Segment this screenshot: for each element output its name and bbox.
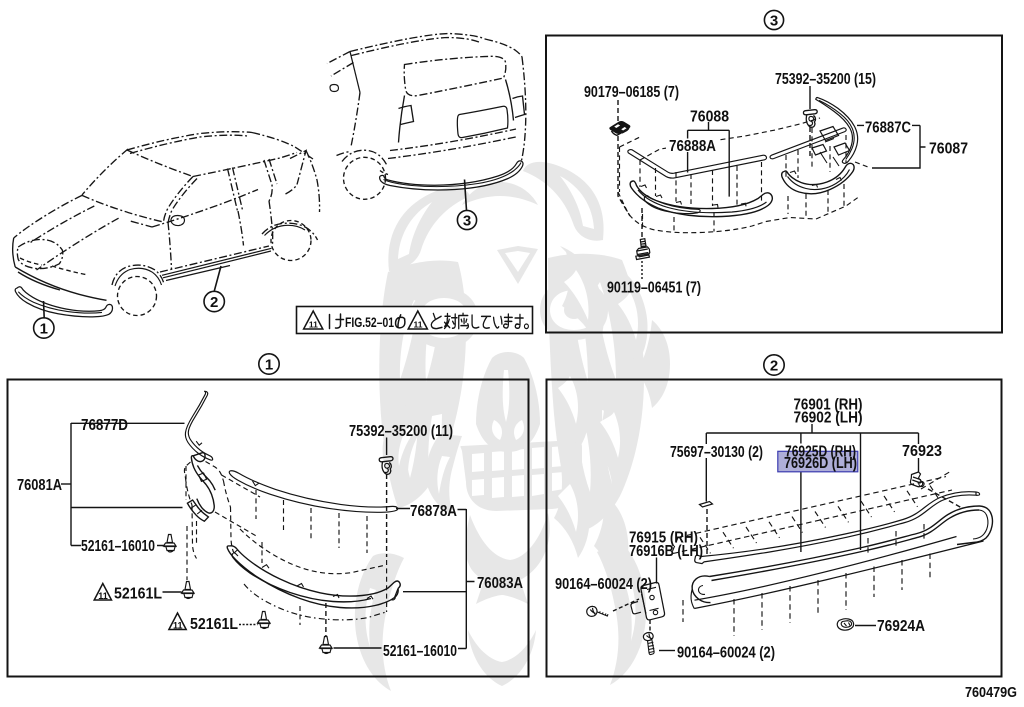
svg-text:11: 11 bbox=[309, 320, 318, 330]
svg-text:1: 1 bbox=[40, 321, 48, 338]
svg-text:2: 2 bbox=[770, 358, 778, 375]
svg-text:FIG.52–01: FIG.52–01 bbox=[345, 315, 394, 330]
svg-text:76925D (RH): 76925D (RH) bbox=[785, 444, 856, 461]
svg-text:90119–06451 (7): 90119–06451 (7) bbox=[607, 280, 701, 297]
svg-text:76081A: 76081A bbox=[17, 477, 62, 494]
svg-text:76916B (LH): 76916B (LH) bbox=[629, 543, 703, 560]
svg-text:76915 (RH): 76915 (RH) bbox=[629, 530, 698, 547]
svg-text:11: 11 bbox=[414, 320, 423, 330]
svg-text:75392–35200 (15): 75392–35200 (15) bbox=[775, 71, 876, 88]
svg-text:90179–06185 (7): 90179–06185 (7) bbox=[584, 84, 679, 101]
svg-text:90164–60024 (2): 90164–60024 (2) bbox=[677, 645, 775, 662]
svg-text:11: 11 bbox=[98, 591, 108, 601]
svg-text:76083A: 76083A bbox=[477, 575, 523, 592]
svg-text:75392–35200 (11): 75392–35200 (11) bbox=[349, 423, 453, 440]
svg-text:11: 11 bbox=[173, 621, 183, 631]
svg-text:52161L: 52161L bbox=[190, 616, 238, 633]
svg-text:3: 3 bbox=[770, 13, 778, 30]
svg-text:3: 3 bbox=[463, 213, 471, 230]
svg-text:760479G: 760479G bbox=[965, 685, 1017, 701]
svg-text:52161–16010: 52161–16010 bbox=[383, 643, 457, 660]
svg-text:90164–60024 (2): 90164–60024 (2) bbox=[555, 576, 652, 593]
svg-text:76901 (RH): 76901 (RH) bbox=[794, 397, 863, 414]
svg-text:76888A: 76888A bbox=[669, 138, 716, 155]
svg-text:76924A: 76924A bbox=[877, 618, 925, 635]
svg-text:76923: 76923 bbox=[902, 443, 942, 460]
svg-text:76877D: 76877D bbox=[81, 417, 128, 434]
svg-text:1: 1 bbox=[265, 357, 273, 374]
svg-text:76088: 76088 bbox=[690, 109, 729, 126]
svg-text:75697–30130 (2): 75697–30130 (2) bbox=[670, 444, 763, 461]
svg-text:76887C: 76887C bbox=[865, 120, 911, 137]
svg-text:76926D (LH): 76926D (LH) bbox=[784, 455, 857, 472]
svg-text:52161L: 52161L bbox=[114, 586, 162, 603]
svg-text:76902 (LH): 76902 (LH) bbox=[794, 410, 863, 427]
svg-text:76878A: 76878A bbox=[410, 503, 457, 520]
svg-text:2: 2 bbox=[210, 294, 218, 311]
svg-text:52161–16010: 52161–16010 bbox=[81, 538, 155, 555]
svg-text:76087: 76087 bbox=[929, 141, 968, 158]
